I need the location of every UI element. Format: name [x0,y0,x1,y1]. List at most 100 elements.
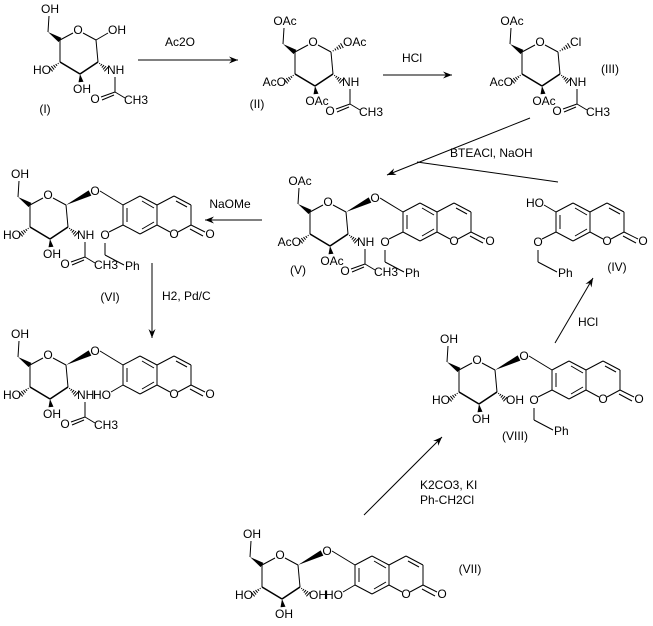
carbonyl-oxygen: O [634,392,643,406]
bond [175,360,188,368]
wedge-bond [346,197,372,212]
wedge-bond [298,550,324,565]
reagent-label: H2, Pd/C [162,289,211,303]
c3-substituent: OH [43,247,61,261]
bond [190,224,206,233]
bond [574,228,588,237]
benzyloxy-oxygen: O [380,235,389,249]
reagent-label: K2CO3, KI [420,478,477,492]
hash-line [334,48,337,51]
arrowhead-icon [443,71,452,79]
hash-line [18,391,24,397]
bond [84,256,96,264]
hashed-bond [447,392,458,402]
bond [407,560,420,568]
hash-line [515,76,518,80]
acetyl-methyl: CH3 [94,258,118,272]
bond [422,584,438,593]
hash-line [454,393,457,397]
hash-line [72,390,77,395]
bond [622,235,637,244]
hash-line [338,78,344,84]
hash-line [456,392,458,395]
bond [156,355,175,366]
c3-substituent: OH [472,412,490,426]
bond [173,355,192,366]
hash-line [565,44,569,50]
hash-line [561,48,564,51]
bond [563,106,577,113]
arrowhead-icon [205,216,214,224]
arrow-glycosylation [386,117,531,176]
bond [59,61,81,75]
bond [409,584,424,593]
bond [104,254,125,266]
carbonyl-oxygen: O [485,234,494,248]
bond [458,391,480,405]
wedge-bond [78,74,84,83]
bond [354,584,373,595]
arrowhead-icon [585,278,593,288]
c3-substituent: OH [43,407,61,421]
c2-substituent: OH [309,588,327,602]
hash-line [519,74,521,77]
bond [84,416,96,424]
bond [71,259,85,266]
bond [402,231,421,242]
reagent-label: Ph-CH2Cl [420,493,474,507]
hash-line [350,235,353,239]
c4-substituent: HO [3,388,21,402]
bond [585,360,604,371]
bond [99,350,124,366]
hash-line [562,75,565,79]
bond [402,202,421,213]
hashed-bond [348,234,359,244]
bond [470,231,486,240]
arrow-hydrogenolysis [148,263,156,338]
carbonyl-oxygen: O [205,387,214,401]
bond [336,106,350,113]
bond [373,560,387,569]
c3-substituent: OAc [305,94,328,108]
bond [572,202,591,213]
bond [309,233,331,247]
ring-oxygen: O [308,35,317,49]
bond [100,91,116,98]
c6-substituent: OH [41,2,59,16]
c2-substituent: NH [107,63,124,77]
c3-substituent: OH [73,82,91,96]
compound-label: (V) [290,263,306,277]
bond [281,586,301,600]
hydroxy-group: HO [325,588,343,602]
hash-line [257,588,260,592]
c6-substituent: OH [243,527,261,541]
lactone-ring-oxygen: O [169,227,178,241]
c4-substituent: HO [3,228,21,242]
hash-line [560,74,563,77]
c4-substituent: AcO [490,75,513,89]
hashed-bond [48,62,59,72]
bond [405,555,424,566]
hashed-bond [68,387,79,397]
carbonyl-oxygen: O [205,227,214,241]
hash-line [298,238,304,244]
c2-substituent: NH [342,75,359,89]
carbonyl-oxygen: O [638,234,647,248]
wedge-bond [447,362,461,373]
bond [388,555,407,566]
hash-line [338,44,342,50]
hash-line [100,63,103,67]
hashed-bond [510,74,521,84]
hash-line [250,591,256,597]
hashed-bond [283,74,294,84]
bond [189,228,204,237]
c6-substituent: OAc [288,174,311,188]
bond [17,180,20,198]
hash-line [259,587,261,590]
bond [623,231,639,240]
